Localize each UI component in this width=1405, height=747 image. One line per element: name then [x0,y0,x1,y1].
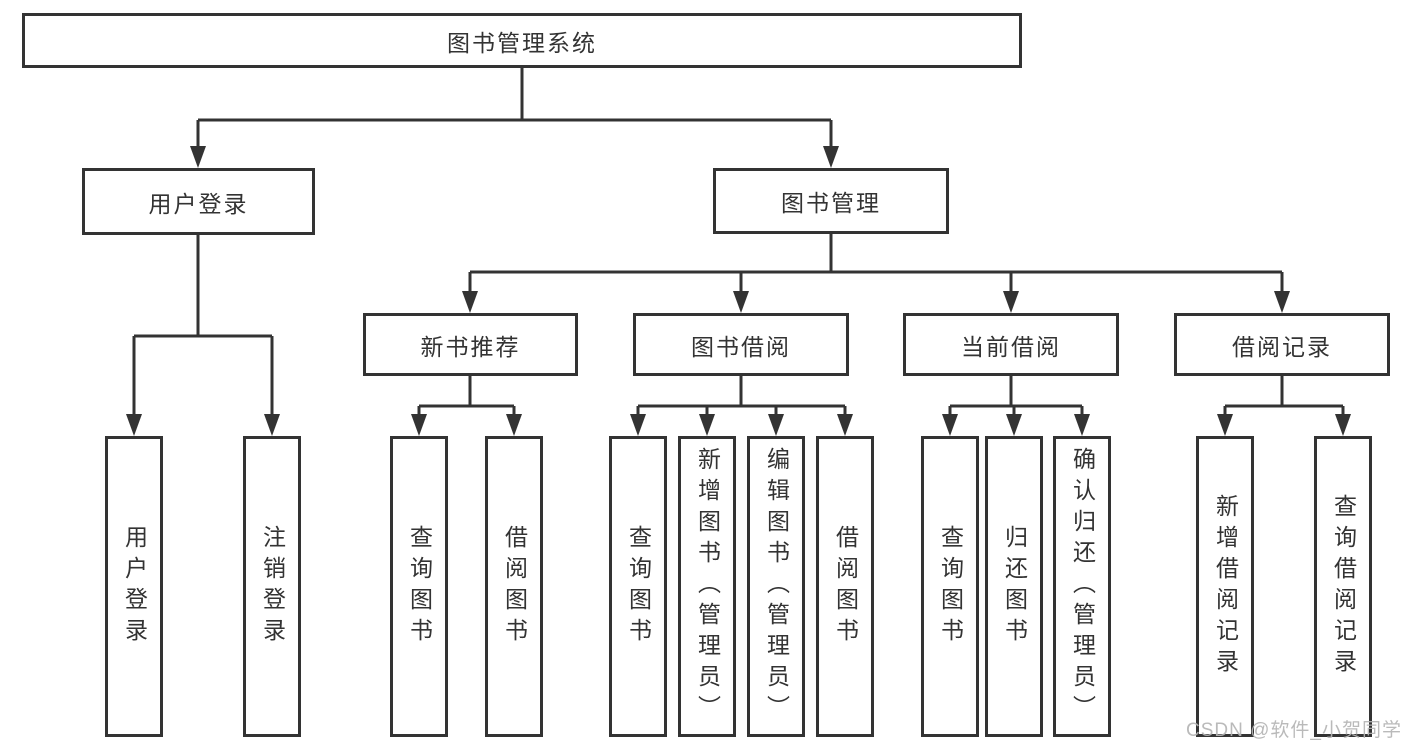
leaf-label: 新增图书（管理员） [694,447,721,726]
node-label: 新书推荐 [420,333,521,360]
node-label: 用户登录 [148,190,249,217]
leaf-nb-borrow-books: 借阅图书 [485,436,543,737]
leaf-label: 归还图书 [1001,524,1028,649]
leaf-label: 查询借阅记录 [1330,493,1357,680]
leaf-label: 查询图书 [937,524,964,649]
leaf-label: 用户登录 [121,524,148,649]
leaf-br-query-record: 查询借阅记录 [1314,436,1372,737]
node-label: 图书管理系统 [447,29,597,56]
leaf-bb-borrow-books: 借阅图书 [816,436,874,737]
node-book-borrowing: 图书借阅 [633,313,849,376]
leaf-nb-query-books: 查询图书 [390,436,448,737]
leaf-label: 借阅图书 [501,524,528,649]
leaf-label: 查询图书 [406,524,433,649]
csdn-watermark: CSDN @软件_小贺同学 [1186,720,1402,741]
node-borrowing-records: 借阅记录 [1174,313,1390,376]
leaf-br-add-record: 新增借阅记录 [1196,436,1254,737]
node-library-management-system: 图书管理系统 [22,13,1022,68]
node-current-borrowing: 当前借阅 [903,313,1119,376]
leaf-cb-query-books: 查询图书 [921,436,979,737]
leaf-user-login: 用户登录 [105,436,163,737]
leaf-label: 注销登录 [259,524,286,649]
node-new-book-recommendation: 新书推荐 [363,313,578,376]
leaf-bb-edit-books-admin: 编辑图书（管理员） [747,436,805,737]
leaf-logout: 注销登录 [243,436,301,737]
tree-edges [132,68,1345,416]
node-book-management: 图书管理 [713,168,949,234]
leaf-label: 新增借阅记录 [1212,493,1239,680]
node-label: 借阅记录 [1232,333,1332,360]
node-user-login: 用户登录 [82,168,315,235]
leaf-bb-query-books: 查询图书 [609,436,667,737]
node-label: 当前借阅 [961,333,1061,360]
arrowheads [126,146,1351,436]
leaf-cb-return-books: 归还图书 [985,436,1043,737]
leaf-label: 查询图书 [625,524,652,649]
node-label: 图书管理 [781,190,881,216]
leaf-cb-confirm-return-admin: 确认归还（管理员） [1053,436,1111,737]
leaf-label: 确认归还（管理员） [1069,447,1096,726]
leaf-label: 编辑图书（管理员） [763,447,790,726]
leaf-label: 借阅图书 [832,524,859,649]
leaf-bb-add-books-admin: 新增图书（管理员） [678,436,736,737]
node-label: 图书借阅 [691,333,791,360]
